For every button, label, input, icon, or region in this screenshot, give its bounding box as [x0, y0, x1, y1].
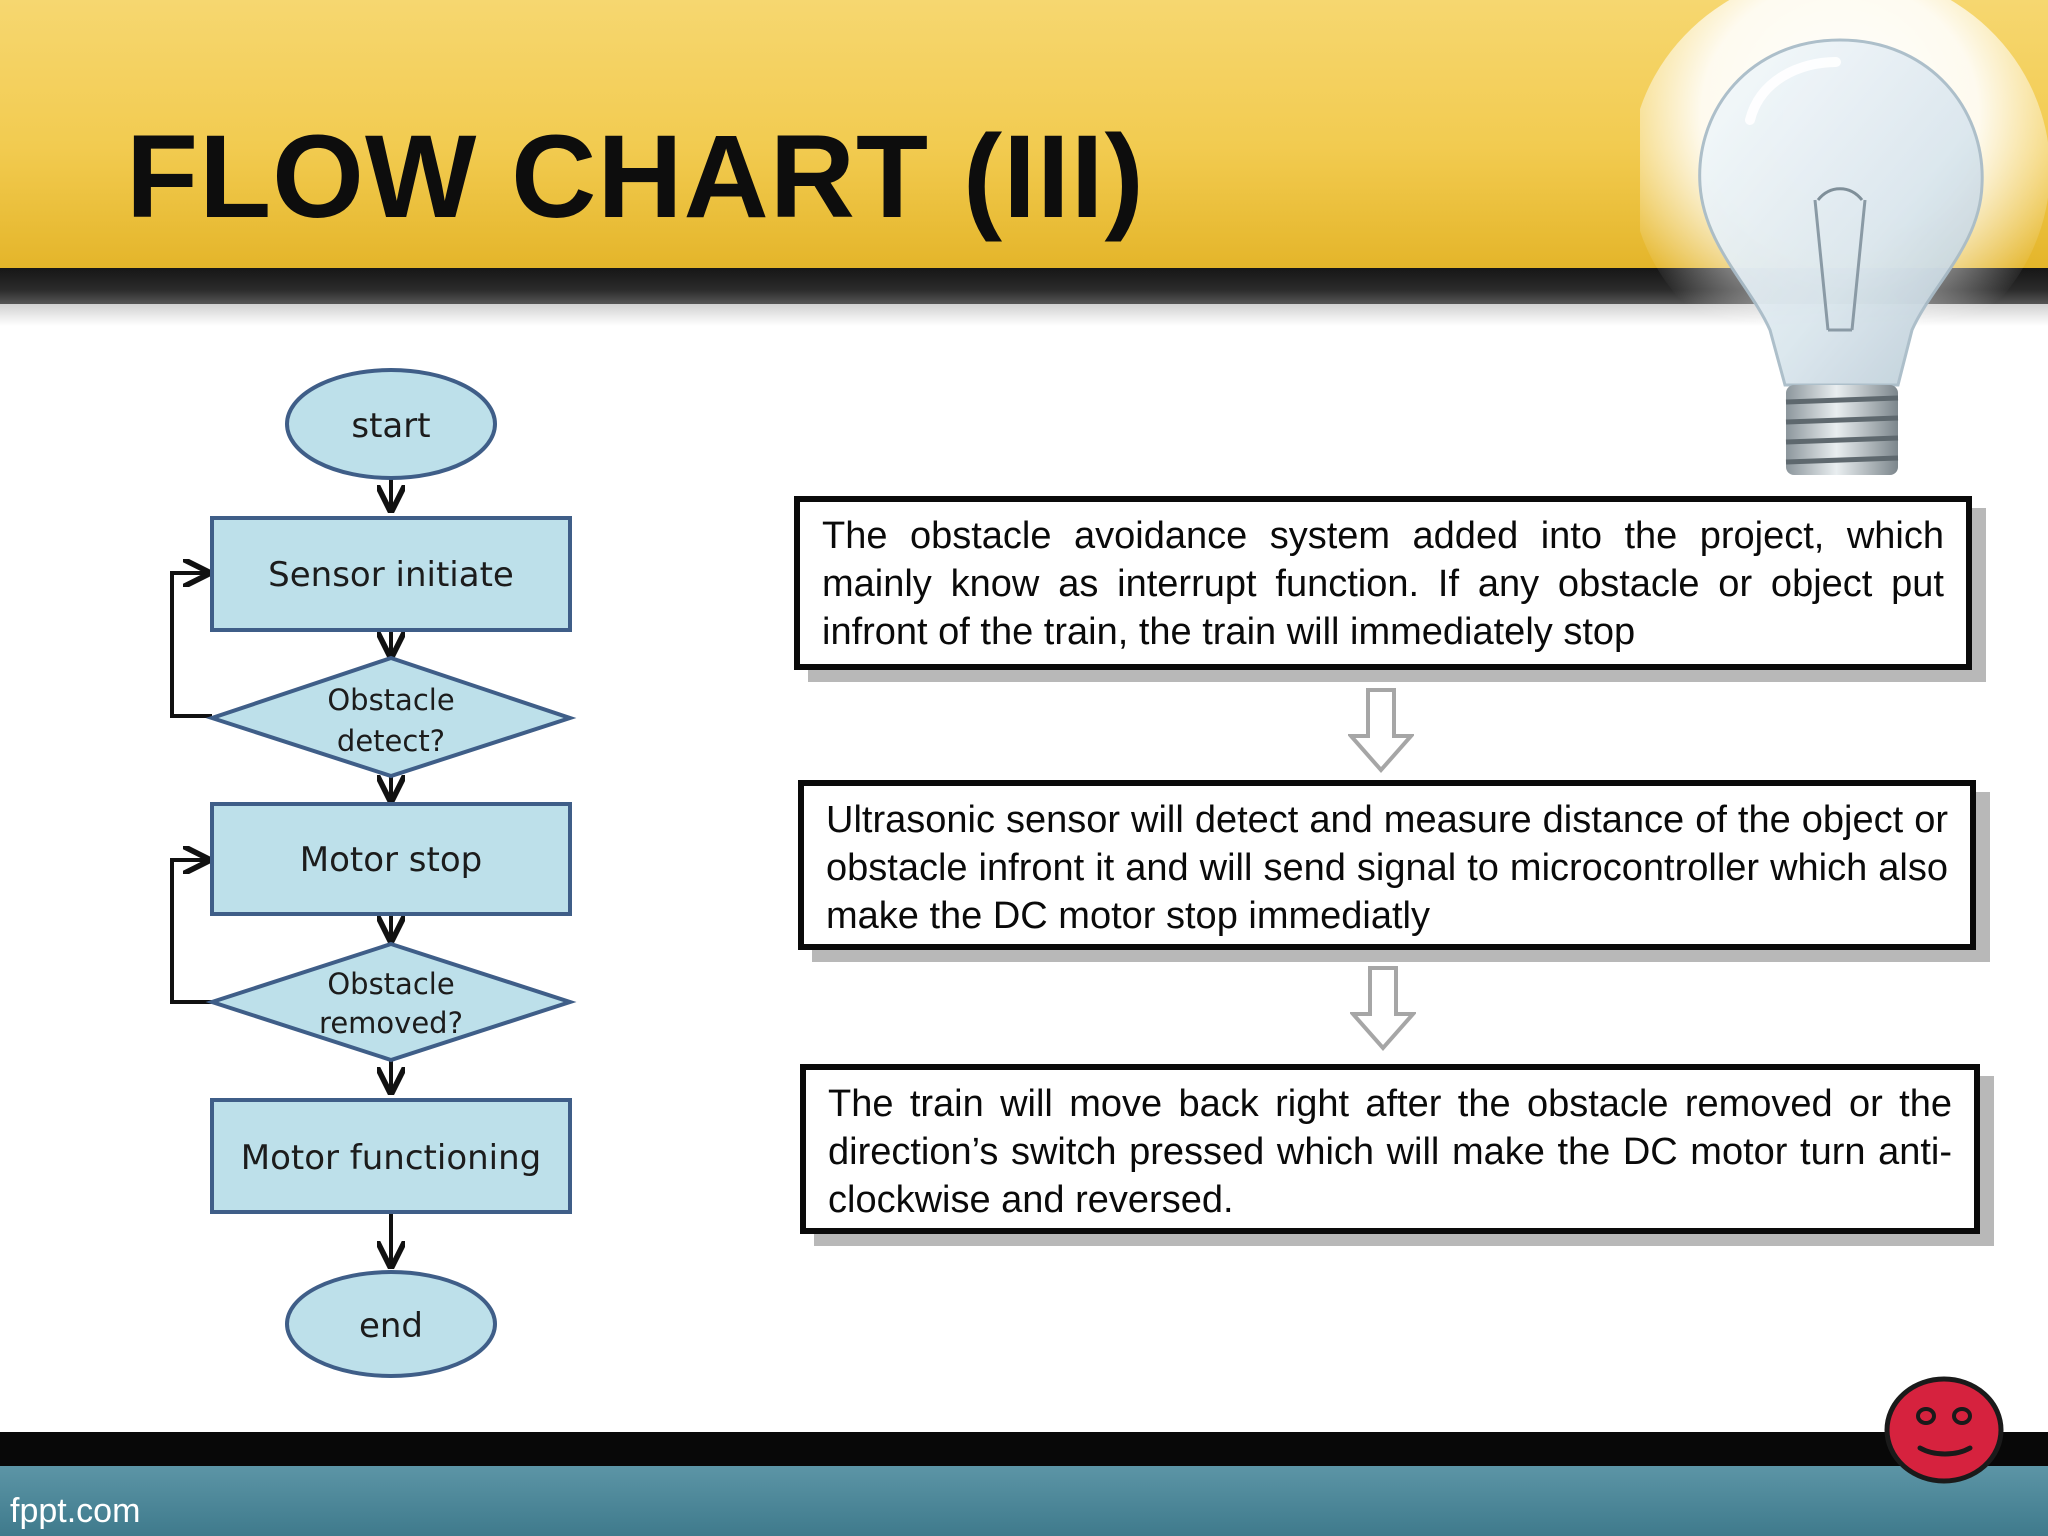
description-box-3: The train will move back right after the…: [800, 1064, 1980, 1234]
footer-divider: [0, 1432, 2048, 1466]
flowchart: start Sensor initiate Obstacle detect? M…: [170, 368, 577, 1378]
node-obstacle-detect: Obstacle detect?: [205, 655, 577, 779]
node-end: end: [285, 1270, 497, 1378]
node-obstacle-detect-label-line1: Obstacle: [327, 683, 454, 717]
node-sensor-initiate-label: Sensor initiate: [268, 555, 514, 595]
node-obstacle-removed-label-line1: Obstacle: [327, 967, 454, 1001]
header-shadow: [0, 304, 2048, 326]
node-sensor-initiate: Sensor initiate: [210, 516, 572, 632]
node-obstacle-detect-label-line2: detect?: [337, 724, 445, 758]
smiley-face-icon: [1884, 1376, 2004, 1484]
node-obstacle-removed-label-line2: removed?: [319, 1006, 463, 1040]
node-motor-functioning: Motor functioning: [210, 1098, 572, 1214]
flow-connectors: [170, 477, 391, 1266]
node-motor-stop: Motor stop: [210, 802, 572, 916]
node-end-label: end: [359, 1306, 423, 1346]
loop-arrow-detect: [170, 573, 212, 718]
hollow-down-arrow-icon: [1350, 966, 1416, 1052]
node-motor-functioning-label: Motor functioning: [241, 1138, 542, 1178]
light-bulb-icon: [1640, 0, 2048, 475]
node-motor-stop-label: Motor stop: [300, 840, 482, 880]
description-box-1: The obstacle avoidance system added into…: [794, 496, 1972, 670]
footer-band: [0, 1466, 2048, 1536]
footer-brand: fppt.com: [10, 1492, 141, 1530]
hollow-down-arrow-icon: [1348, 688, 1414, 774]
loop-arrow-removed: [170, 860, 212, 1004]
node-obstacle-removed: Obstacle removed?: [205, 941, 577, 1063]
description-box-2: Ultrasonic sensor will detect and measur…: [798, 780, 1976, 950]
node-start: start: [285, 368, 497, 480]
node-start-label: start: [351, 406, 430, 446]
slide-title: FLOW CHART (III): [126, 111, 1145, 243]
